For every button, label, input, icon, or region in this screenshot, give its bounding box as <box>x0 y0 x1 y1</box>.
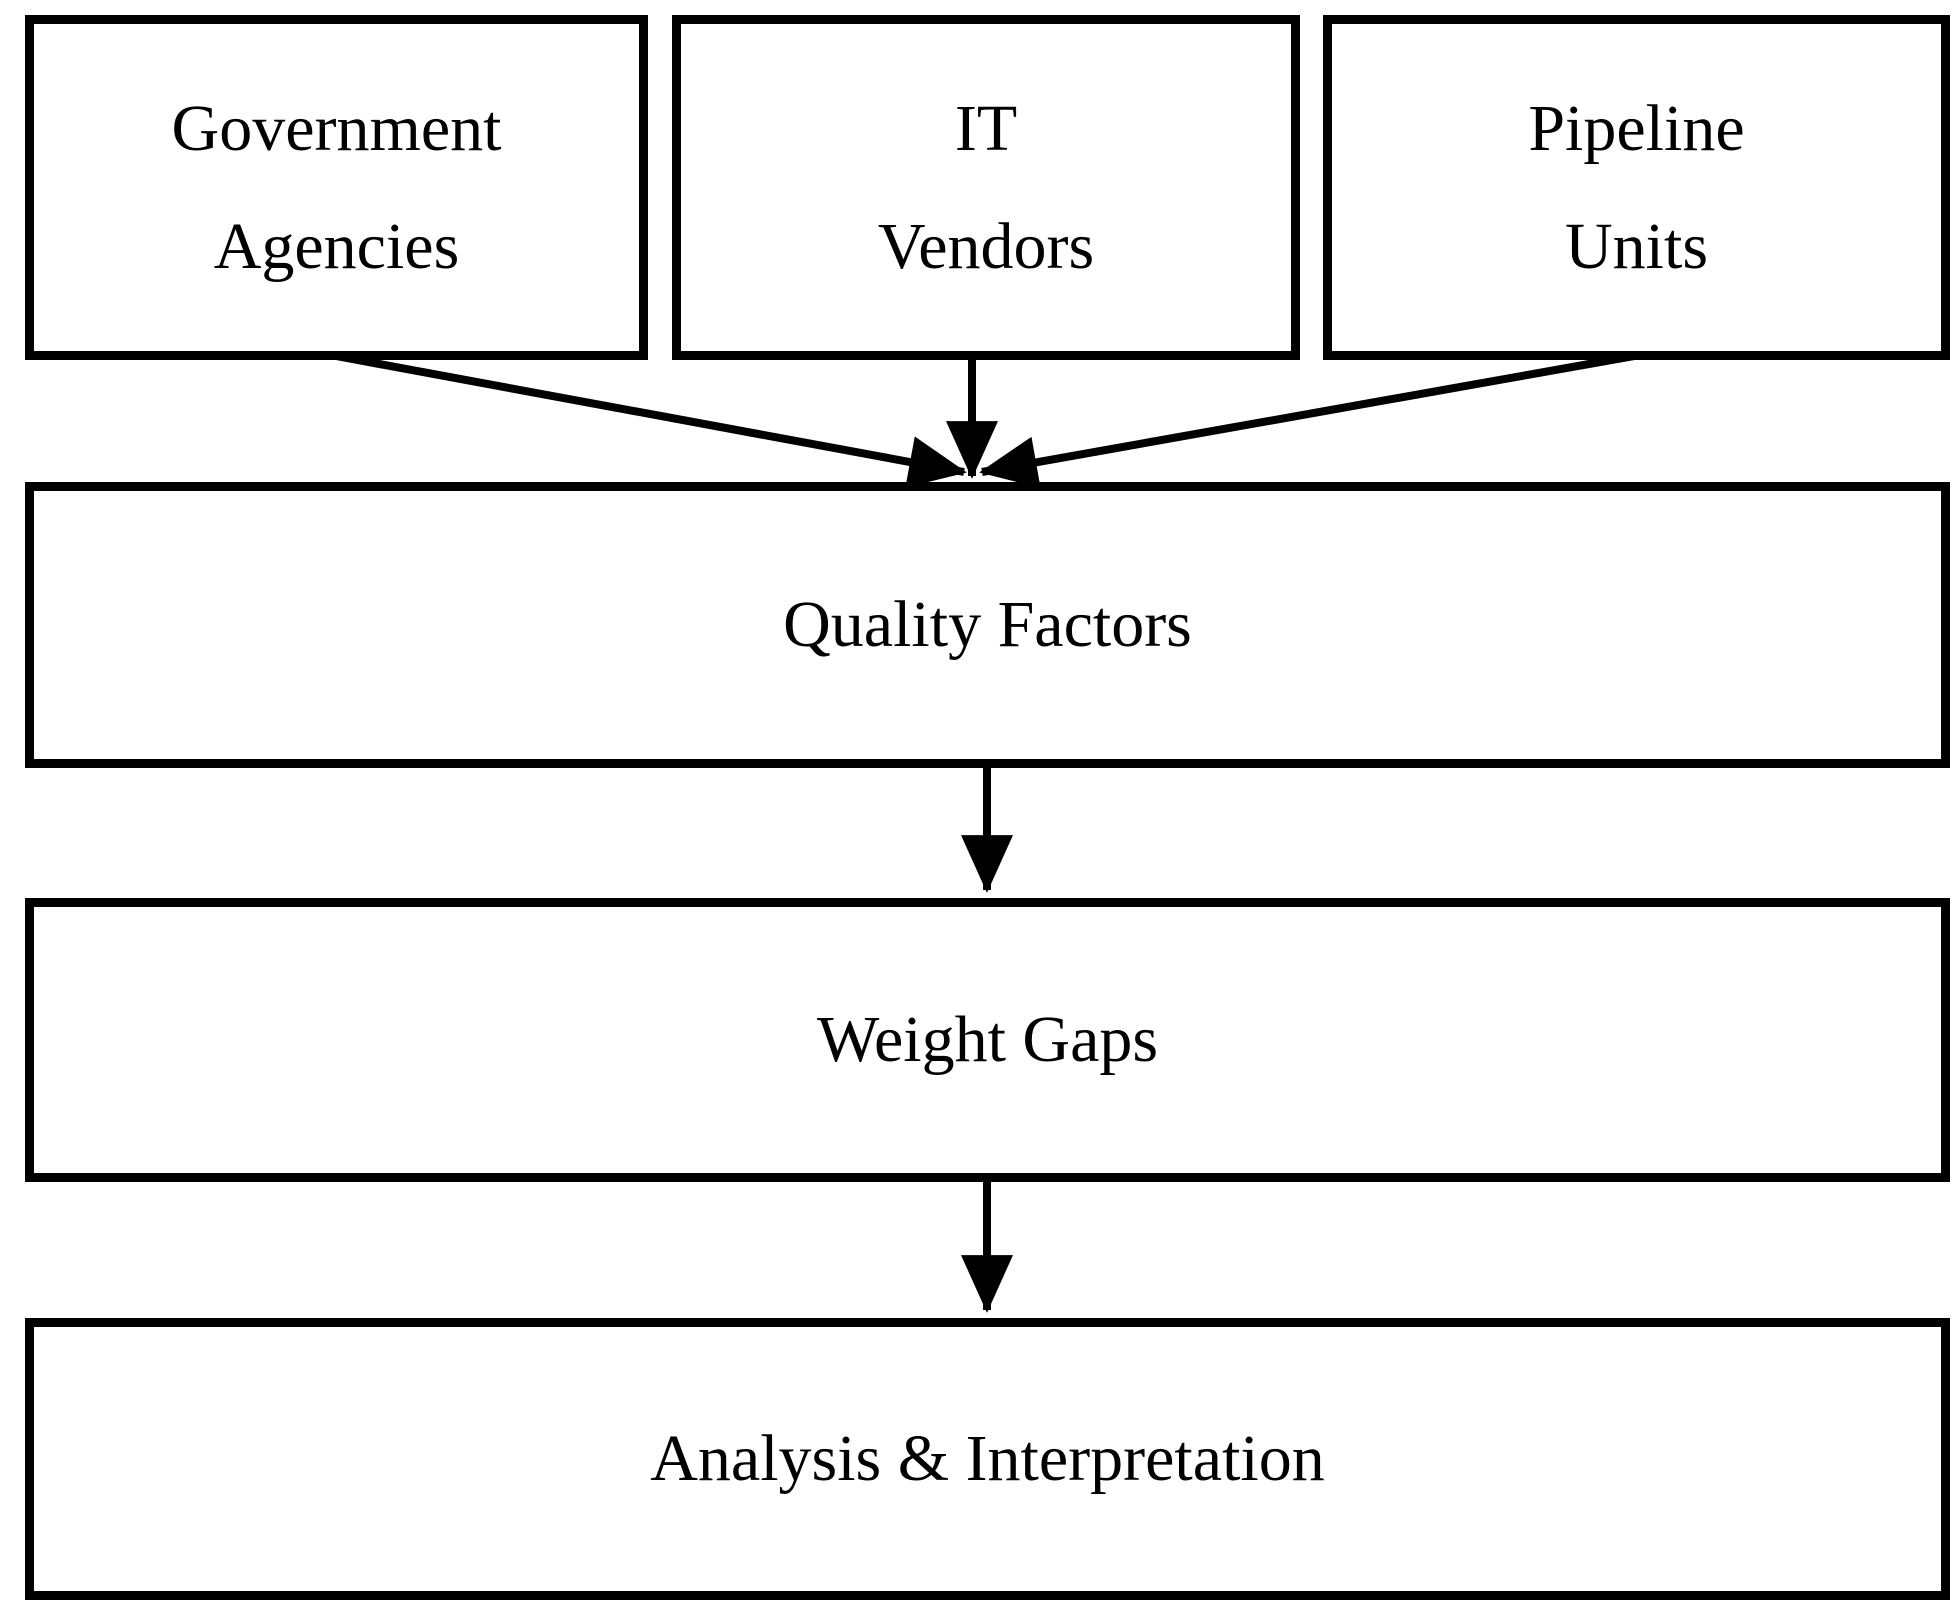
node-label: Quality Factors <box>783 588 1192 661</box>
node-weight-gaps: Weight Gaps <box>25 898 1950 1182</box>
arrow-pipeline-to-quality <box>979 352 1635 488</box>
node-label: Analysis & Interpretation <box>650 1422 1325 1495</box>
node-label: Agencies <box>213 209 460 283</box>
node-label: Vendors <box>877 209 1095 283</box>
arrow-government-to-quality <box>335 352 967 488</box>
node-label: Pipeline <box>1528 91 1745 165</box>
node-label: Weight Gaps <box>816 1003 1159 1076</box>
node-analysis-interpretation: Analysis & Interpretation <box>25 1318 1950 1600</box>
node-label: Government <box>171 91 502 165</box>
node-pipeline-units: Pipeline Units <box>1323 15 1950 360</box>
node-government-agencies: Government Agencies <box>25 15 648 360</box>
node-label: IT <box>954 91 1018 165</box>
node-quality-factors: Quality Factors <box>25 482 1950 768</box>
node-it-vendors: IT Vendors <box>672 15 1300 360</box>
node-label: Units <box>1564 209 1709 283</box>
